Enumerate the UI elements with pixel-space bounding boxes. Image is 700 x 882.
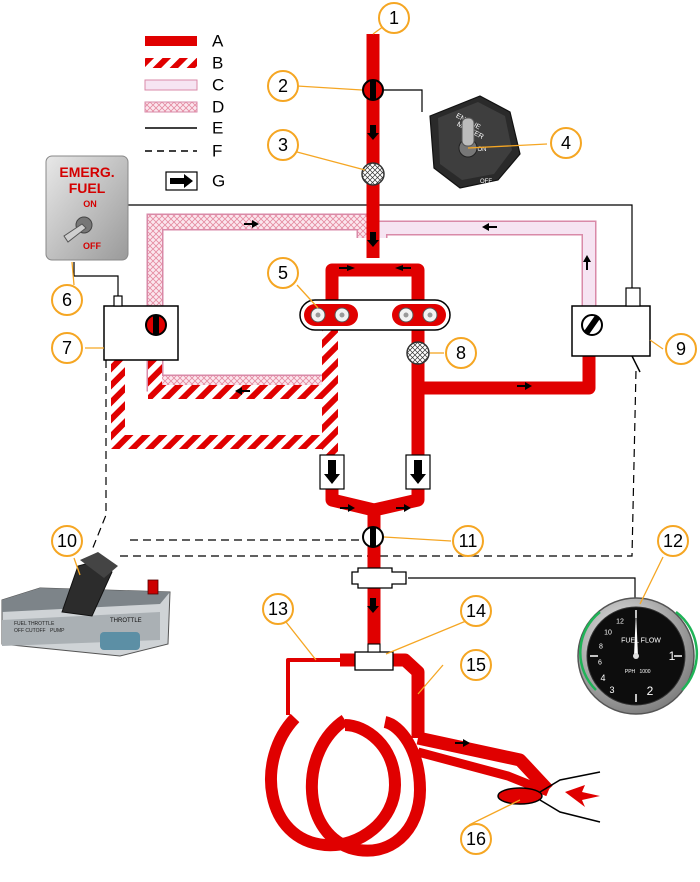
main-fuel-control [571, 287, 651, 373]
svg-text:6: 6 [62, 290, 72, 310]
master-toggle [461, 117, 475, 147]
emergency-fuel-control [103, 295, 179, 361]
legend-label-g: G [212, 172, 225, 191]
legend-label-c: C [212, 76, 224, 95]
svg-text:1: 1 [389, 8, 399, 28]
legend-item-e: E [145, 119, 223, 138]
callout-7: 7 [51, 332, 83, 364]
callout-16: 16 [460, 823, 492, 855]
legend-label-f: F [212, 142, 222, 161]
svg-text:11: 11 [459, 531, 478, 551]
gauge-tick-8: 8 [599, 644, 603, 651]
emergency-fuel-switch[interactable]: EMERG. FUEL ON OFF [45, 155, 129, 261]
callout-14: 14 [460, 595, 492, 627]
svg-text:5: 5 [278, 263, 288, 283]
toggle-lever [63, 223, 87, 243]
legend-label-a: A [212, 32, 224, 51]
legend-label-b: B [212, 54, 223, 73]
callout-3: 3 [267, 129, 299, 161]
flow-arrow-boxes [319, 454, 431, 490]
manifold-tee [354, 643, 394, 671]
callout-10: 10 [51, 525, 83, 557]
throttle-small-label-1: FUEL THROTTLE [14, 621, 55, 627]
legend-item-c: C [144, 76, 224, 95]
svg-text:2: 2 [278, 76, 288, 96]
svg-text:4: 4 [561, 133, 571, 153]
callout-4: 4 [550, 127, 582, 159]
legend: A B C D E F G [144, 32, 225, 191]
throttle-small-label-3: PUMP [50, 628, 65, 634]
throttle-quadrant[interactable]: FUEL THROTTLE OFF CUTOFF PUMP THROTTLE [1, 552, 171, 657]
fuel-flow-gauge: 12 10 8 6 4 3 2 1 FUEL FLOW PPH 1000 [577, 597, 699, 715]
flow-arrows [235, 125, 591, 747]
control-lines [73, 89, 636, 602]
svg-text:15: 15 [466, 655, 486, 675]
fuel-manifold [265, 713, 427, 857]
shutoff-valve[interactable] [362, 79, 384, 101]
gauge-tick-1: 1 [669, 649, 676, 663]
callout-13: 13 [262, 593, 294, 625]
gauge-multiplier: 1000 [639, 669, 650, 675]
emerg-label-line1: EMERG. [59, 164, 114, 180]
throttle-label: THROTTLE [110, 618, 142, 624]
legend-item-g: G [165, 171, 225, 191]
gauge-tick-2: 2 [647, 684, 654, 698]
callout-2: 2 [267, 70, 299, 102]
engine-master-switch[interactable]: ENGINE MASTER ON OFF [429, 95, 521, 189]
emerg-off-label: OFF [83, 241, 101, 251]
fuel-flow-transmitter [351, 567, 407, 589]
callout-15: 15 [460, 649, 492, 681]
gauge-tick-10: 10 [604, 630, 612, 637]
callout-badges: 1 2 3 4 5 6 7 8 9 10 11 12 13 14 15 16 [51, 2, 697, 855]
svg-text:14: 14 [466, 601, 486, 621]
master-off-label: OFF [480, 179, 492, 185]
legend-item-d: D [144, 98, 224, 117]
callout-8: 8 [445, 337, 477, 369]
callout-11: 11 [452, 525, 484, 557]
legend-label-d: D [212, 98, 224, 117]
fuel-pump [299, 299, 451, 331]
legend-item-b: B [145, 54, 223, 73]
callout-12: 12 [657, 525, 689, 557]
svg-text:16: 16 [466, 829, 486, 849]
gauge-tick-12: 12 [616, 619, 624, 626]
legend-label-e: E [212, 119, 223, 138]
gauge-tick-6: 6 [598, 660, 602, 667]
svg-text:9: 9 [676, 339, 686, 359]
dashed-lines [91, 360, 637, 557]
callout-6: 6 [51, 284, 83, 316]
legend-item-f: F [145, 142, 222, 161]
callout-5: 5 [267, 257, 299, 289]
emerg-label-line2: FUEL [69, 180, 106, 196]
gauge-unit: PPH [625, 669, 636, 675]
svg-text:12: 12 [663, 531, 683, 551]
svg-text:3: 3 [278, 135, 288, 155]
fuel-nozzle [497, 771, 601, 823]
callout-9: 9 [665, 333, 697, 365]
pump-filter [406, 341, 430, 365]
legend-item-a: A [145, 32, 224, 51]
gauge-tick-3: 3 [609, 685, 614, 695]
callout-1: 1 [378, 2, 410, 34]
gauge-needle [634, 611, 638, 656]
gauge-tick-4: 4 [600, 673, 605, 683]
gauge-title: FUEL FLOW [621, 638, 661, 645]
callout-leaders [71, 25, 664, 826]
svg-text:8: 8 [456, 343, 466, 363]
emerg-on-label: ON [83, 199, 97, 209]
svg-text:7: 7 [62, 338, 72, 358]
throttle-valve [362, 526, 384, 548]
throttle-small-label-2: OFF CUTOFF [14, 628, 46, 634]
svg-text:13: 13 [268, 599, 288, 619]
flow-box-left [319, 454, 345, 490]
master-on-label: ON [478, 147, 487, 153]
fuel-filter [361, 162, 385, 186]
svg-text:10: 10 [57, 531, 77, 551]
flow-box-right [405, 454, 431, 490]
